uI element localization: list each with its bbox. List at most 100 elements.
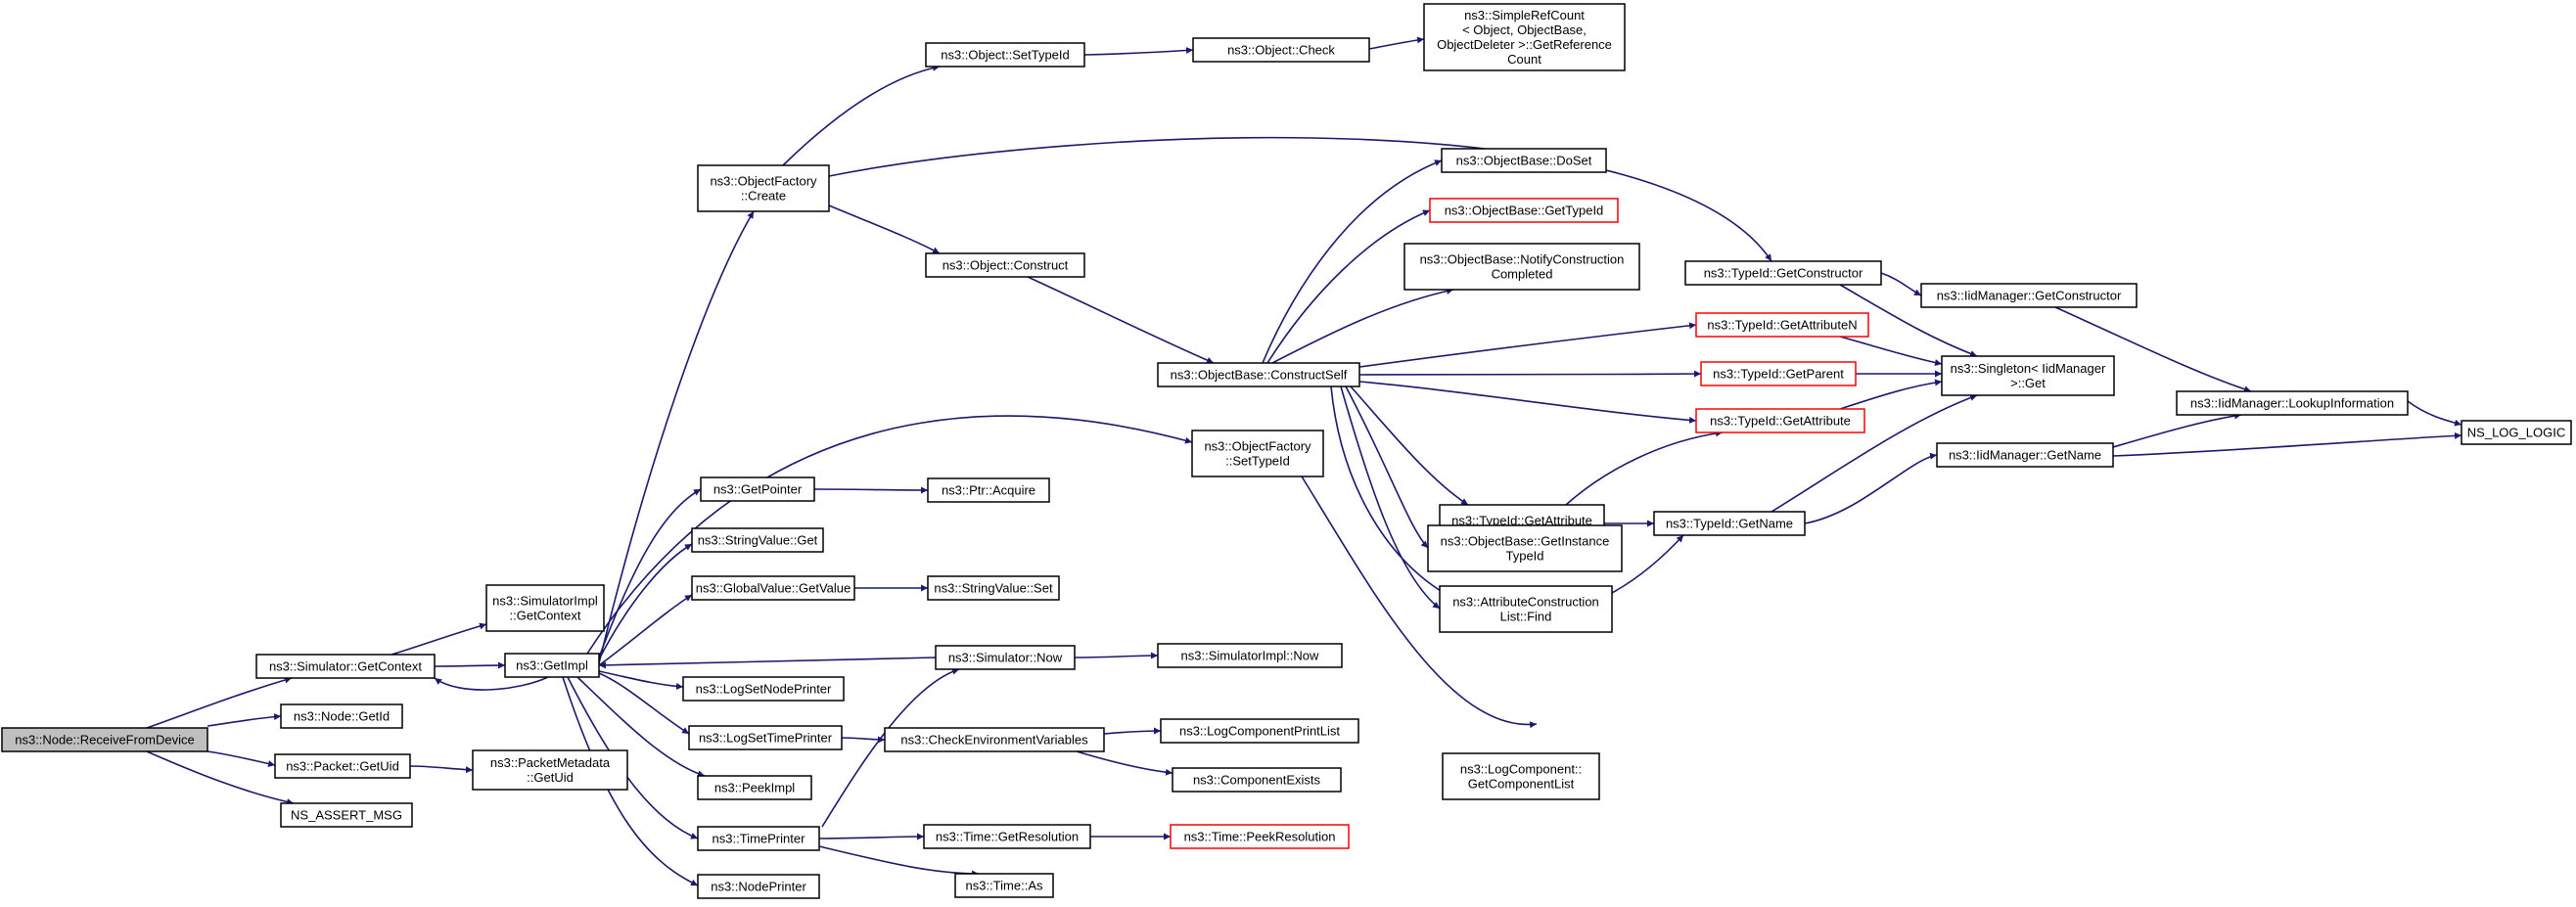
node-simpleRef[interactable]: ns3::SimpleRefCount< Object, ObjectBase,… <box>1423 3 1626 71</box>
node-tidGetParent[interactable]: ns3::TypeId::GetParent <box>1700 361 1857 386</box>
node-label: Count <box>1507 52 1541 67</box>
node-ptrAcquire[interactable]: ns3::Ptr::Acquire <box>927 477 1050 503</box>
node-label: ns3::NodePrinter <box>711 880 806 894</box>
node-logSetNode[interactable]: ns3::LogSetNodePrinter <box>682 676 845 702</box>
node-obGetTypeId[interactable]: ns3::ObjectBase::GetTypeId <box>1429 198 1619 223</box>
edge-ofCreate-to-tidGetConstructor <box>828 136 1772 262</box>
node-logCompPrint[interactable]: ns3::LogComponentPrintList <box>1160 718 1359 744</box>
edge-logSetTime-to-checkEnv <box>841 736 886 744</box>
node-label: ns3::TypeId::GetName <box>1666 517 1793 531</box>
edge-pktGetUid-to-pmGetUid <box>409 765 474 774</box>
edge-checkEnv-to-compExists <box>1076 750 1173 776</box>
node-pktGetUid[interactable]: ns3::Packet::GetUid <box>274 753 411 779</box>
node-box <box>1 727 208 752</box>
node-tidGetAttr[interactable]: ns3::TypeId::GetAttribute <box>1695 408 1865 433</box>
node-label: ns3::ObjectBase::GetTypeId <box>1445 204 1604 218</box>
node-svGet[interactable]: ns3::StringValue::Get <box>691 527 824 553</box>
node-label: ns3::ComponentExists <box>1193 773 1321 788</box>
node-label: ns3::Ptr::Acquire <box>942 483 1035 498</box>
node-box <box>1441 148 1607 173</box>
node-logGetCompList[interactable]: ns3::LogComponent::GetComponentList <box>1442 752 1600 800</box>
node-obNotify[interactable]: ns3::ObjectBase::NotifyConstructionCompl… <box>1403 243 1640 291</box>
node-label: ns3::PeekImpl <box>714 781 795 795</box>
node-label: List::Find <box>1500 610 1552 624</box>
node-label: ns3::ObjectBase::GetInstance <box>1441 534 1610 549</box>
node-iidGetConstructor[interactable]: ns3::IidManager::GetConstructor <box>1920 283 2138 308</box>
node-box <box>1172 767 1342 793</box>
node-getPointer[interactable]: ns3::GetPointer <box>700 476 815 502</box>
node-compExists[interactable]: ns3::ComponentExists <box>1172 767 1342 793</box>
node-label: GetComponentList <box>1468 777 1575 792</box>
node-label: ns3::TypeId::GetParent <box>1713 367 1844 382</box>
node-iidLookup[interactable]: ns3::IidManager::LookupInformation <box>2176 390 2409 416</box>
node-logSetTime[interactable]: ns3::LogSetTimePrinter <box>688 725 843 750</box>
node-getImpl[interactable]: ns3::GetImpl <box>504 653 600 678</box>
edge-simNow-to-simImplNow <box>1074 652 1159 659</box>
edge-obConstructSelf-to-obNotify <box>1271 288 1454 364</box>
node-ofCreate[interactable]: ns3::ObjectFactory::Create <box>697 164 830 212</box>
node-label: < Object, ObjectBase, <box>1462 23 1587 37</box>
node-timeAs[interactable]: ns3::Time::As <box>954 873 1054 898</box>
node-box <box>1695 408 1865 433</box>
node-gvGetValue[interactable]: ns3::GlobalValue::GetValue <box>691 575 855 601</box>
edge-recv-to-nsAssert <box>146 750 295 805</box>
node-box <box>925 252 1085 278</box>
node-objCheck[interactable]: ns3::Object::Check <box>1192 37 1370 63</box>
node-simGetContext[interactable]: ns3::Simulator::GetContext <box>255 654 436 679</box>
node-timeGetRes[interactable]: ns3::Time::GetResolution <box>923 824 1091 849</box>
node-nsAssert[interactable]: NS_ASSERT_MSG <box>280 802 413 828</box>
node-box <box>1700 361 1857 386</box>
node-tidGetName[interactable]: ns3::TypeId::GetName <box>1653 511 1806 536</box>
node-simImplNow[interactable]: ns3::SimulatorImpl::Now <box>1157 643 1343 668</box>
node-label: ::GetContext <box>510 609 581 623</box>
node-timePrinter[interactable]: ns3::TimePrinter <box>697 826 820 851</box>
node-objConstruct[interactable]: ns3::Object::Construct <box>925 252 1085 278</box>
node-svSet[interactable]: ns3::StringValue::Set <box>927 575 1060 601</box>
node-box <box>1429 198 1619 223</box>
node-singletonGet[interactable]: ns3::Singleton< IidManager>::Get <box>1941 355 2115 396</box>
node-box <box>697 164 830 212</box>
edge-getImpl-to-gvGetValue <box>598 594 693 666</box>
edge-iidGetConstructor-to-iidLookup <box>2054 306 2252 393</box>
edge-recv-to-nodeGetId <box>207 713 282 727</box>
node-timePeekRes[interactable]: ns3::Time::PeekResolution <box>1170 824 1350 849</box>
edge-tidGetAttrN-to-singletonGet <box>1839 336 1943 367</box>
node-nsLogLogic[interactable]: NS_LOG_LOGIC <box>2461 420 2572 445</box>
edge-obConstructSelf-to-tidGetParent <box>1358 370 1702 378</box>
node-pmGetUid[interactable]: ns3::PacketMetadata::GetUid <box>472 749 628 791</box>
node-nodeGetId[interactable]: ns3::Node::GetId <box>280 703 403 729</box>
node-nodePrinter[interactable]: ns3::NodePrinter <box>697 874 820 899</box>
node-peekImpl[interactable]: ns3::PeekImpl <box>697 775 812 800</box>
node-label: ns3::ObjectBase::ConstructSelf <box>1171 368 1348 383</box>
node-box <box>255 654 436 679</box>
node-obConstructSelf[interactable]: ns3::ObjectBase::ConstructSelf <box>1157 362 1360 387</box>
node-label: ns3::IidManager::GetName <box>1949 448 2101 463</box>
node-checkEnv[interactable]: ns3::CheckEnvironmentVariables <box>884 727 1105 752</box>
node-box <box>485 584 605 632</box>
edge-iidGetName-to-iidLookup <box>2112 412 2242 448</box>
edge-getImpl-to-peekImpl <box>576 676 706 778</box>
node-box <box>1157 643 1343 668</box>
edge-obConstructSelf-to-acListFind <box>1340 385 1441 610</box>
node-label: ns3::TypeId::GetAttribute <box>1451 514 1592 528</box>
node-tidGetAttrN[interactable]: ns3::TypeId::GetAttributeN <box>1695 312 1869 338</box>
edge-obConstructSelf-to-tidGetAttrFull <box>1350 385 1469 506</box>
node-box <box>1936 442 2114 468</box>
edge-obConstructSelf-to-tidGetAttr <box>1358 381 1697 424</box>
node-ofSetTypeId[interactable]: ns3::ObjectFactory::SetTypeId <box>1191 430 1324 477</box>
node-iidGetName[interactable]: ns3::IidManager::GetName <box>1936 442 2114 468</box>
node-simImplGetContext[interactable]: ns3::SimulatorImpl::GetContext <box>485 584 605 632</box>
node-tidGetConstructor[interactable]: ns3::TypeId::GetConstructor <box>1684 260 1882 286</box>
edge-simGetContext-to-getImpl <box>434 661 506 669</box>
node-simNow[interactable]: ns3::Simulator::Now <box>935 645 1076 670</box>
edge-tidGetName-to-iidGetName <box>1804 452 1938 524</box>
node-objSetTypeId[interactable]: ns3::Object::SetTypeId <box>925 42 1085 68</box>
node-label: ns3::PacketMetadata <box>490 755 611 770</box>
node-recv[interactable]: ns3::Node::ReceiveFromDevice <box>1 727 208 752</box>
node-label: ns3::Node::GetId <box>294 709 390 724</box>
node-box <box>682 676 845 702</box>
node-obDoSet[interactable]: ns3::ObjectBase::DoSet <box>1441 148 1607 173</box>
node-box <box>1684 260 1882 286</box>
